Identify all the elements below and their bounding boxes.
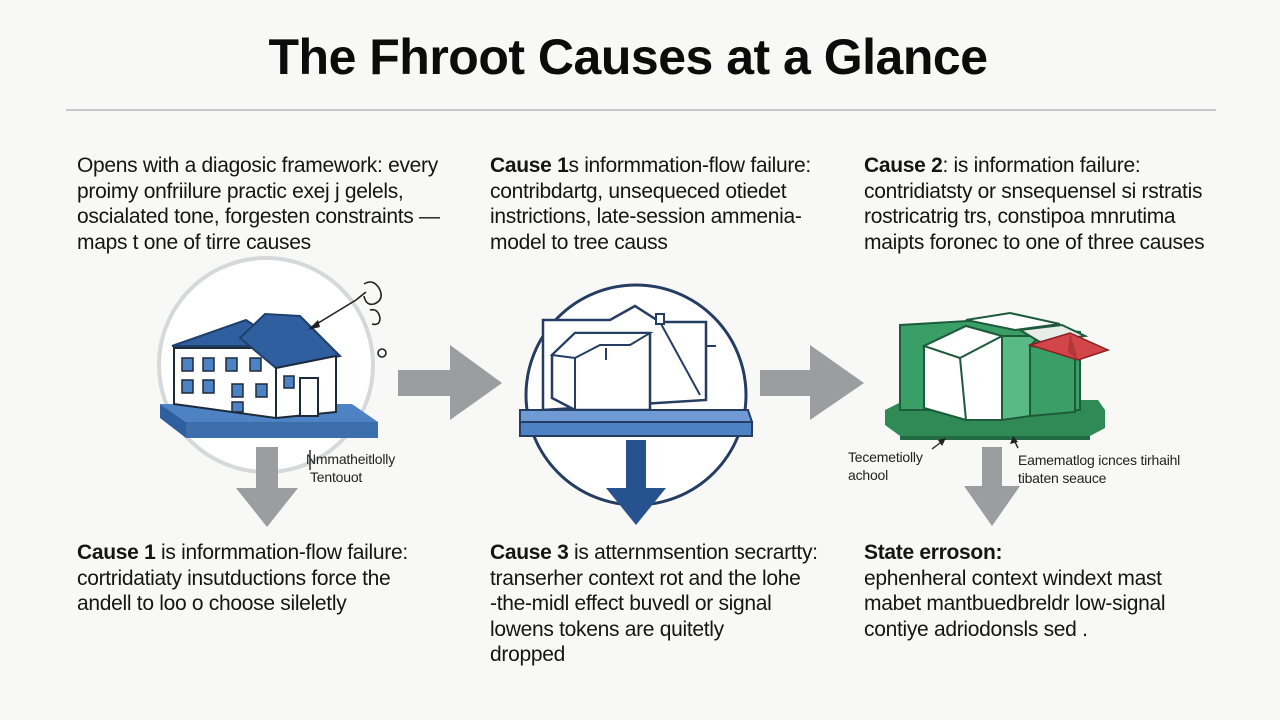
- down-arrow-icon: [964, 447, 1020, 526]
- title-divider: [66, 109, 1216, 111]
- intro-description: Opens with a diagosic framework: every p…: [77, 153, 440, 255]
- text-line: maps t one of tirre causes: [77, 230, 311, 254]
- text-line: Cause 2: is information failure:: [864, 153, 1204, 179]
- text-line: mabet mantbuedbreldr low-signal: [864, 592, 1166, 615]
- text-line: maipts foronec to one of three causes: [864, 230, 1205, 254]
- house-illustration: [157, 256, 387, 474]
- cause-heading-rest: s informmation-flow failure:: [568, 154, 811, 177]
- cause-heading: Cause 1: [490, 154, 569, 177]
- text-line: oscialated tone, forgesten constraints —: [77, 205, 440, 228]
- house-annotation-label: Nmmatheitlolly Tentouot: [306, 450, 395, 486]
- text-line: -the-midl effect buvedl or signal: [490, 592, 772, 615]
- cause-3-bottom-description: Cause 3 is atternmsention secrartty: tra…: [490, 540, 818, 668]
- text-line: Cause 3 is atternmsention secrartty:: [490, 540, 818, 566]
- text-line: ephenheral context windext mast: [864, 566, 1162, 590]
- text-line: Tentouot: [310, 469, 363, 485]
- text-line: Opens with a diagosic framework: every: [77, 154, 438, 177]
- text-line: proimy onfriilure practic exej j gelels,: [77, 179, 404, 203]
- green-block-right-label: Eamematlog icnces tirhaihl tibaten seauc…: [1018, 451, 1180, 487]
- cause-1-bottom-description: Cause 1 is informmation-flow failure: co…: [77, 540, 408, 617]
- text-line: Nmmatheitlolly: [306, 451, 395, 467]
- right-arrow-icon: [760, 345, 864, 420]
- cause-heading-rest: is informmation-flow failure:: [155, 541, 408, 564]
- text-line: contiye adriodonsls sed .: [864, 617, 1088, 641]
- text-line: instrictions, late-session ammenia-: [490, 205, 802, 228]
- cause-heading: Cause 2: [864, 154, 943, 177]
- cause-heading: Cause 3: [490, 541, 569, 564]
- cause-1-top-description: Cause 1s informmation-flow failure: cont…: [490, 153, 811, 255]
- cause-heading-rest: : is information failure:: [942, 154, 1141, 177]
- green-block-left-label: Tecemetiolly achool: [848, 448, 923, 484]
- cause-heading-rest: is atternmsention secrartty:: [568, 541, 818, 564]
- state-erosion-description: State erroson: ephenheral context windex…: [864, 540, 1166, 642]
- box-building-illustration: [519, 283, 754, 525]
- page-title: The Fhroot Causes at a Glance: [268, 29, 988, 85]
- text-line: Cause 1 is informmation-flow failure:: [77, 540, 408, 566]
- cause-heading: State erroson:: [864, 541, 1003, 564]
- text-line: Cause 1s informmation-flow failure:: [490, 153, 811, 179]
- right-arrow-icon: [398, 345, 502, 420]
- text-line: transerher context rot and the lohe: [490, 566, 801, 590]
- down-arrow-icon: [236, 447, 298, 527]
- text-line: andell to loo o choose sileletly: [77, 592, 347, 615]
- text-line: achool: [848, 467, 889, 483]
- cause-2-top-description: Cause 2: is information failure: contrid…: [864, 153, 1205, 255]
- text-line: lowens tokens are quitetly: [490, 617, 724, 641]
- text-line: contridiatsty or snsequensel si rstratis: [864, 179, 1203, 203]
- text-line: cortridatiaty insutductions force the: [77, 566, 391, 590]
- text-line: contribdartg, unsequeced otiedet: [490, 179, 787, 203]
- text-line: State erroson:: [864, 540, 1165, 566]
- text-line: tibaten seauce: [1018, 470, 1107, 486]
- green-block-illustration: [885, 311, 1111, 450]
- text-line: model to tree causs: [490, 230, 668, 254]
- text-line: Eamematlog icnces tirhaihl: [1018, 452, 1181, 468]
- text-line: dropped: [490, 643, 565, 666]
- cause-heading: Cause 1: [77, 541, 156, 564]
- text-line: rostricatrig trs, constipoa mnrutima: [864, 205, 1176, 228]
- text-line: Tecemetiolly: [848, 449, 923, 465]
